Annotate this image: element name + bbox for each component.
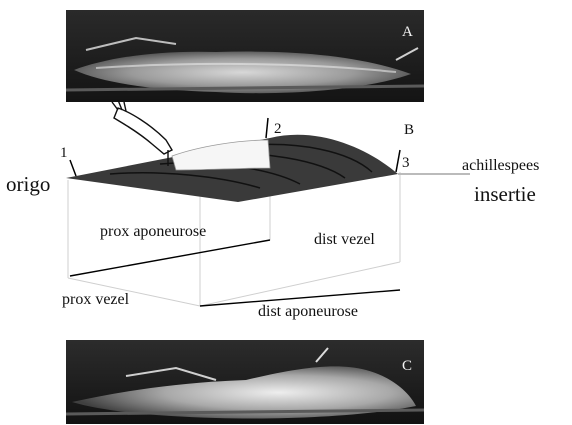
label-origo: origo: [6, 174, 50, 195]
marker-1-line: [70, 160, 76, 176]
label-insertie: insertie: [474, 184, 536, 205]
marker-3-line: [396, 150, 400, 172]
label-prox-aponeurose: prox aponeurose: [100, 224, 206, 240]
panel-label-b: B: [404, 122, 414, 139]
label-prox-vezel: prox vezel: [62, 292, 129, 308]
probe-tool-icon: [112, 100, 172, 166]
panel-label-c: C: [402, 358, 412, 375]
label-achillespees: achillespees: [462, 158, 539, 174]
photo-panel-c: [66, 340, 424, 424]
marker-2: 2: [274, 122, 282, 137]
marker-3: 3: [402, 156, 410, 171]
aponeurosis-surface: [172, 140, 270, 170]
marker-2-line: [266, 118, 268, 138]
muscle-photo-c: [66, 340, 424, 424]
label-dist-vezel: dist vezel: [314, 232, 375, 248]
marker-1: 1: [60, 146, 68, 161]
label-dist-aponeurose: dist aponeurose: [258, 304, 358, 320]
